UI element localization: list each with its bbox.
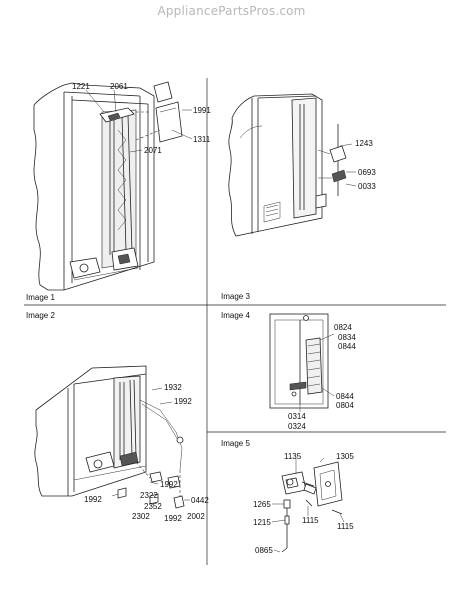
image4-title: Image 4 bbox=[221, 311, 250, 320]
part-label-0442: 0442 bbox=[191, 496, 209, 505]
part-label-2352: 2352 bbox=[144, 502, 162, 511]
image5-title: Image 5 bbox=[221, 439, 250, 448]
part-label-0844-top: 0844 bbox=[338, 342, 356, 351]
part-label-1135: 1135 bbox=[284, 452, 302, 461]
image1-title: Image 1 bbox=[26, 293, 55, 302]
part-label-1215: 1215 bbox=[253, 518, 271, 527]
part-label-1992-mid: 1992 bbox=[160, 480, 178, 489]
part-label-1992-left: 1992 bbox=[84, 495, 102, 504]
image2-title: Image 2 bbox=[26, 311, 55, 320]
part-label-0824: 0824 bbox=[334, 323, 352, 332]
panel-dividers bbox=[24, 78, 446, 565]
part-label-2002: 2002 bbox=[187, 512, 205, 521]
part-label-1115-left: 1115 bbox=[302, 516, 319, 525]
image4-panel: 0824 0834 0844 0844 0804 0314 0324 Image… bbox=[221, 311, 356, 431]
part-label-1221: 1221 bbox=[72, 82, 90, 91]
part-label-0865: 0865 bbox=[255, 546, 273, 555]
image3-panel: 1243 0693 0033 Image 3 bbox=[221, 93, 376, 301]
image5-panel: 1135 1305 1265 1215 1115 1115 0865 Image… bbox=[221, 439, 354, 555]
part-label-1305: 1305 bbox=[336, 452, 354, 461]
image2-panel: 1932 1992 1992 2322 2352 0442 1992 2302 … bbox=[26, 311, 209, 523]
part-label-0834: 0834 bbox=[338, 333, 356, 342]
part-label-1115-right: 1115 bbox=[337, 522, 354, 531]
part-label-2322: 2322 bbox=[140, 491, 158, 500]
part-label-1243: 1243 bbox=[355, 139, 373, 148]
part-label-0804: 0804 bbox=[336, 401, 354, 410]
part-label-1992-bottom: 1992 bbox=[164, 514, 182, 523]
image3-title: Image 3 bbox=[221, 292, 250, 301]
part-label-1992-top: 1992 bbox=[174, 397, 192, 406]
part-label-0844-bottom: 0844 bbox=[336, 392, 354, 401]
part-label-0314: 0314 bbox=[288, 412, 306, 421]
part-label-0324: 0324 bbox=[288, 422, 306, 431]
part-label-2061: 2061 bbox=[110, 82, 128, 91]
part-label-1311: 1311 bbox=[193, 135, 211, 144]
part-label-1991: 1991 bbox=[193, 106, 211, 115]
part-label-1932: 1932 bbox=[164, 383, 182, 392]
site-watermark: AppliancePartsPros.com bbox=[157, 4, 306, 18]
part-label-1265: 1265 bbox=[253, 500, 271, 509]
image1-panel: 1221 2061 1991 1311 2071 Image 1 bbox=[26, 81, 211, 302]
part-label-2071: 2071 bbox=[144, 146, 162, 155]
part-label-0033: 0033 bbox=[358, 182, 376, 191]
part-label-2302: 2302 bbox=[132, 512, 150, 521]
part-label-0693: 0693 bbox=[358, 168, 376, 177]
